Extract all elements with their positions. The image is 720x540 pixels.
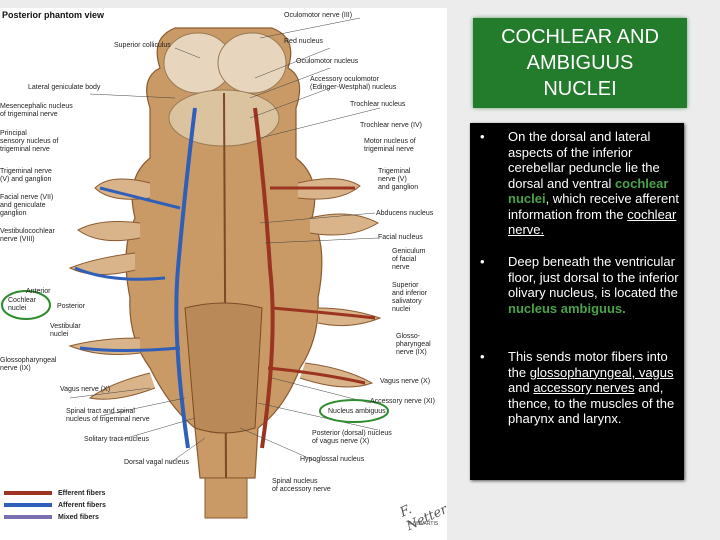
label-geniculum-facial-nerve: Geniculum of facial nerve [392,248,426,271]
bullet-3-text-mid: and [508,380,534,395]
label-motor-nucleus-trigeminal: Motor nucleus of trigeminal nerve [364,138,416,153]
label-salivatory-nuclei: Superior and inferior salivatory nuclei [392,282,428,313]
legend-swatch-afferent [4,503,52,507]
label-posterior: Posterior [57,303,86,310]
label-abducens-nucleus: Abducens nucleus [376,210,434,217]
efferent-fiber-vagus [267,366,366,385]
legend-swatch-efferent [4,491,52,495]
label-glossopharyngeal-nerve-left: Glossopharyngeal nerve (IX) [0,357,57,372]
label-mesencephalic-nucleus: Mesencephalic nucleus of trigeminal nerv… [0,103,73,118]
cochlear-nuclei-circle [1,290,51,320]
highlight-cochlear-nuclei: cochlear nuclei [508,175,669,207]
afferent-fiber-trigeminal [99,186,181,210]
afferent-fiber-left [174,107,197,449]
label-trochlear-nucleus: Trochlear nucleus [350,101,406,108]
superior-colliculus-shape-right [217,32,287,94]
vestibulocochlear-nerve-left [68,252,136,276]
label-vestibular-nuclei: Vestibular nuclei [50,323,81,338]
label-vestibulocochlear-nerve: Vestibulocochlear nerve (VIII) [0,228,55,243]
label-oculomotor-nerve: Oculomotor nerve (III) [284,12,353,19]
label-facial-nerve: Facial nerve (VII) and geniculate gangli… [0,194,54,217]
label-nucleus-ambiguus: Nucleus ambiguus [328,408,386,415]
afferent-fiber-cochlear [74,266,166,281]
copyright-note: © NOVARTIS [408,521,439,527]
label-vagus-nerve-left: Vagus nerve (X) [60,386,111,393]
label-facial-nucleus: Facial nucleus [378,234,423,241]
efferent-fiber-glossopharyngeal [271,306,376,320]
label-trigeminal-nerve-right: Trigeminal nerve (V) and ganglion [378,168,419,191]
legend-afferent: Afferent fibers [4,501,106,509]
label-superior-colliculus: Superior colliculus [114,42,171,49]
bullet-marker: • [480,349,485,364]
slide-title-box: COCHLEAR AND AMBIGUUS NUCLEI [473,18,687,108]
abducens-nerve-right [309,213,380,236]
label-posterior-nucleus-vagus: Posterior (dorsal) nucleus of vagus nerv… [312,430,392,445]
label-principal-sensory-nucleus: Principal sensory nucleus of trigeminal … [0,130,59,153]
label-anterior: Anterior [26,288,51,295]
efferent-fiber-right [253,107,275,449]
spinal-cord [204,477,248,519]
figure-title: Posterior phantom view [2,10,105,20]
facial-nerve-left [77,221,141,242]
label-accessory-nerve: Accessory nerve (XI) [370,398,435,405]
bullet-1-text-mid: , which receive afferent information fro… [508,191,680,222]
legend-swatch-mixed [4,515,52,519]
label-lateral-geniculate: Lateral geniculate body [28,84,101,91]
trigeminal-nerve-left [94,178,151,200]
legend-label-afferent: Afferent fibers [58,501,106,509]
slide-title: COCHLEAR AND AMBIGUUS NUCLEI [501,26,659,100]
brainstem-figure: Posterior phantom view Superior collicul… [0,8,450,540]
bullet-1-text-pre: On the dorsal and lateral aspects of the… [508,129,660,191]
label-vagus-nerve-right: Vagus nerve (X) [380,378,431,385]
label-dorsal-vagal-nucleus: Dorsal vagal nucleus [124,459,189,466]
bullet-text-2: Deep beneath the ventricular floor, just… [508,254,684,316]
afferent-fiber-glossopharyngeal [79,346,181,352]
bullet-marker: • [480,129,485,144]
legend-mixed: Mixed fibers [4,513,99,521]
bullet-3-text-post: and, thence, to the muscles of the phary… [508,380,675,426]
link-accessory-nerves[interactable]: accessory nerves [533,380,635,395]
bullet-text-3: This sends motor fibers into the glossop… [508,349,684,427]
label-red-nucleus: Red nucleus [284,38,323,45]
legend-label-efferent: Efferent fibers [58,489,106,497]
link-cochlear-nerve[interactable]: cochlear nerve. [508,206,677,238]
label-trochlear-nerve: Trochlear nerve (IV) [360,122,422,129]
slide-content-box: • On the dorsal and lateral aspects of t… [470,123,684,480]
label-oculomotor-nucleus: Oculomotor nucleus [296,58,359,65]
label-spinal-tract-trigeminal: Spinal tract and spinal nucleus of trige… [66,408,150,423]
label-solitary-tract-nucleus: Solitary tract nucleus [84,436,149,443]
bullet-3-text-pre: This sends motor fibers into the [508,349,668,380]
bullet-2-text-pre: Deep beneath the ventricular floor, just… [508,254,679,300]
bullet-marker: • [480,254,485,269]
label-spinal-nucleus-accessory: Spinal nucleus of accessory nerve [272,478,331,493]
label-accessory-oculomotor: Accessory oculomotor (Edinger-Westphal) … [310,76,397,91]
medulla-shape [184,302,263,434]
glossopharyngeal-nerve-left [68,337,141,355]
highlight-nucleus-ambiguus: nucleus ambiguus. [508,300,626,316]
legend-label-mixed: Mixed fibers [58,513,99,521]
label-cochlear-nuclei: Cochlear nuclei [8,297,37,312]
nucleus-ambiguus-circle [319,399,389,423]
bullet-text-1: On the dorsal and lateral aspects of the… [508,129,684,238]
legend-efferent: Efferent fibers [4,489,105,497]
vagus-nerve-left [88,372,156,400]
label-hypoglossal-nucleus: Hypoglossal nucleus [300,456,365,463]
label-glossopharyngeal-nerve-right: Glosso- pharyngeal nerve (IX) [396,333,431,356]
link-glossopharyngeal-vagus[interactable]: glossopharyngeal, vagus [529,364,674,380]
brainstem-illustration [1,17,389,519]
label-trigeminal-nerve-left: Trigeminal nerve (V) and ganglion [0,168,52,183]
